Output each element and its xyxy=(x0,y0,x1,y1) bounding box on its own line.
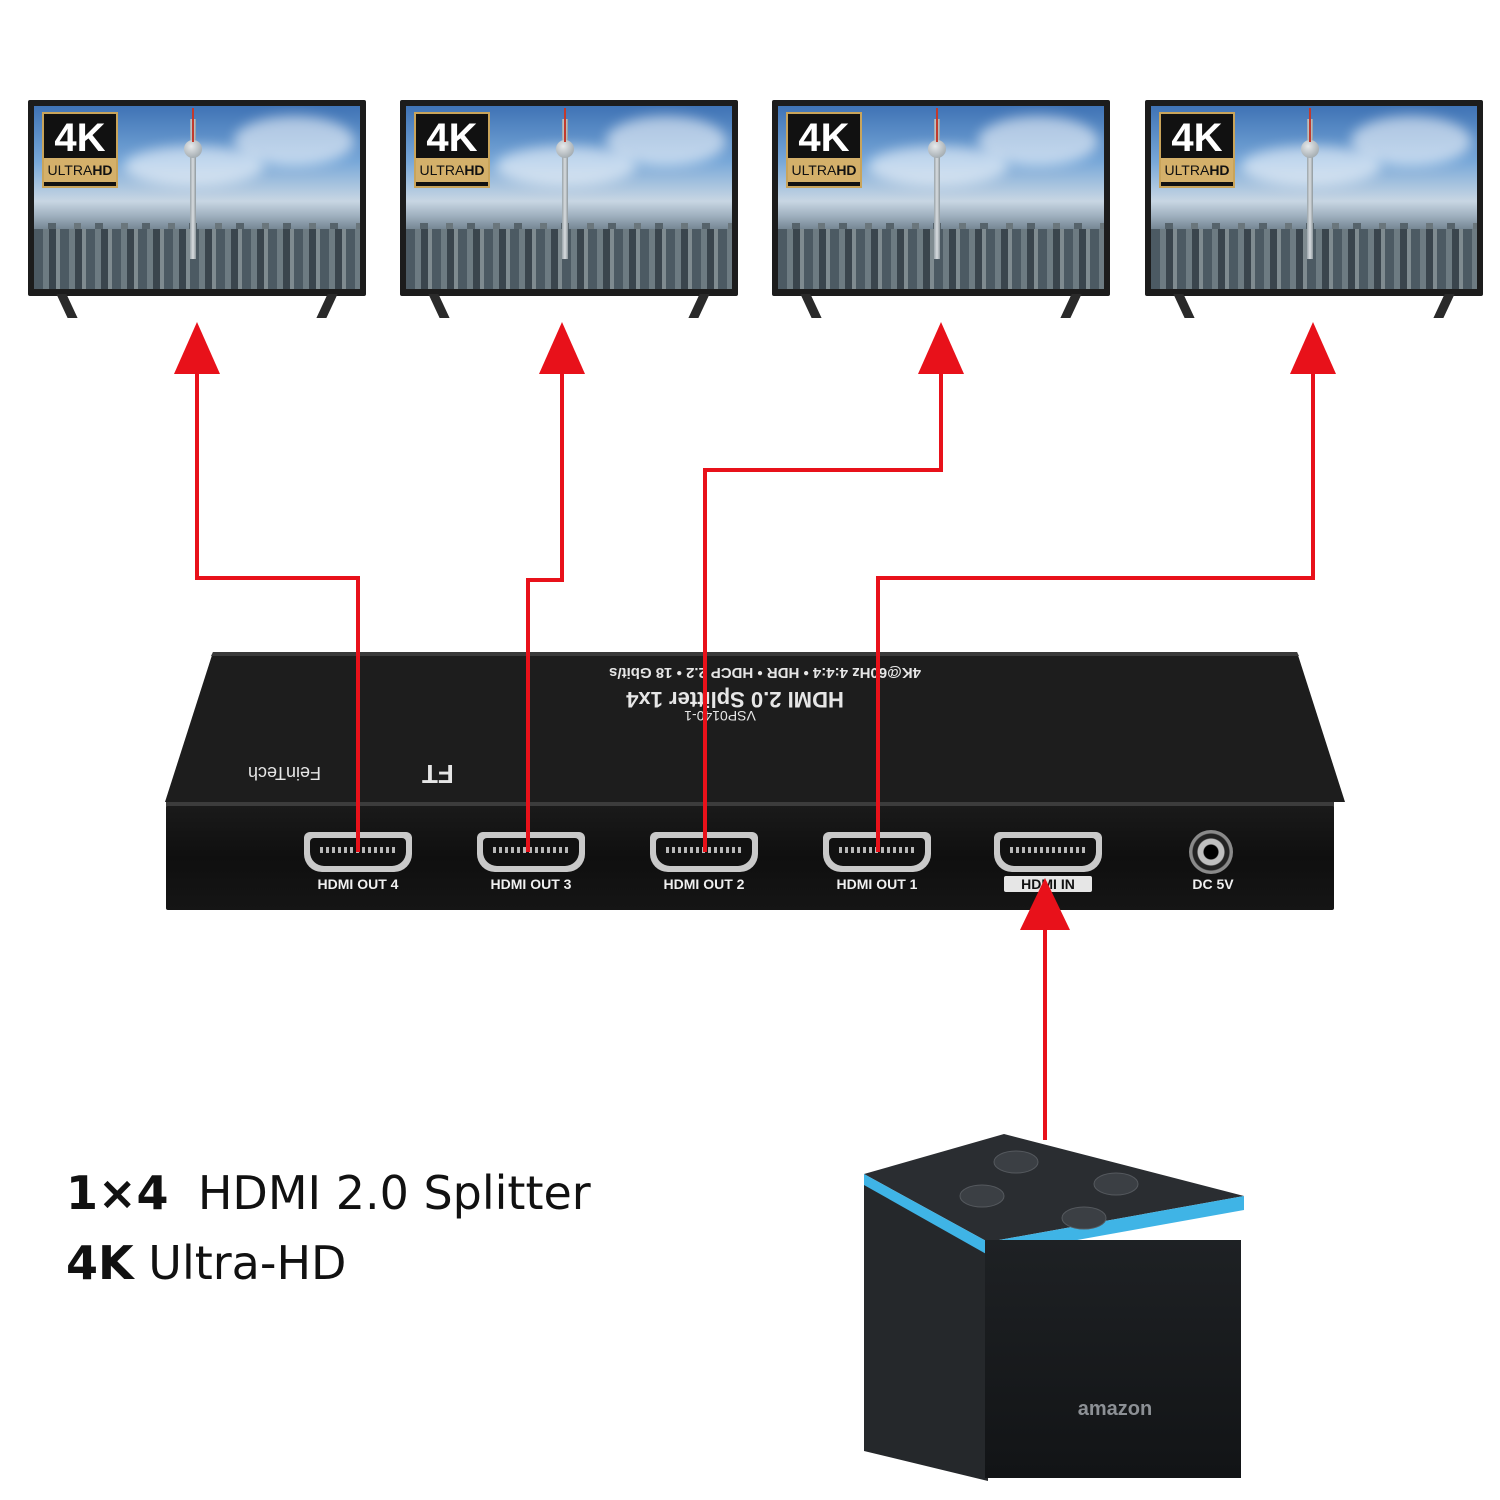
dc-label: DC 5V xyxy=(1192,876,1234,892)
tv-4: 4K ULTRAHD xyxy=(28,100,366,320)
port-label-in: HDMI IN xyxy=(1004,876,1092,892)
4k-ultrahd-badge: 4K ULTRAHD xyxy=(42,112,118,188)
tv-screen: 4K ULTRAHD xyxy=(406,106,732,289)
4k-ultrahd-badge: 4K ULTRAHD xyxy=(786,112,862,188)
port-label-out-4: HDMI OUT 4 xyxy=(317,876,399,892)
port-label-out-2: HDMI OUT 2 xyxy=(663,876,745,892)
arrowhead-tv-2 xyxy=(918,322,964,374)
tv-2: 4K ULTRAHD xyxy=(772,100,1110,320)
port-hdmi-out-3[interactable] xyxy=(477,832,585,872)
splitter-edge xyxy=(166,802,1334,808)
arrowhead-hdmi-in xyxy=(1020,878,1070,930)
arrow-out-3-to-tv-3 xyxy=(526,350,564,852)
tv-screen: 4K ULTRAHD xyxy=(34,106,360,289)
arrowhead-tv-4 xyxy=(174,322,220,374)
tv-3: 4K ULTRAHD xyxy=(400,100,738,320)
arrowhead-tv-1 xyxy=(1290,322,1336,374)
splitter-top-surface xyxy=(165,652,1345,802)
port-hdmi-in[interactable] xyxy=(994,832,1102,872)
amazon-logo: amazon xyxy=(1077,1398,1153,1420)
4k-ultrahd-badge: 4K ULTRAHD xyxy=(414,112,490,188)
arrowhead-tv-3 xyxy=(539,322,585,374)
arrow-out-2-to-tv-2 xyxy=(703,350,943,852)
tv-screen: 4K ULTRAHD xyxy=(778,106,1104,289)
source-device-left-face xyxy=(864,1185,988,1481)
port-label-out-1: HDMI OUT 1 xyxy=(836,876,918,892)
tv-screen: 4K ULTRAHD xyxy=(1151,106,1477,289)
caption-line-2: 4K Ultra-HD xyxy=(66,1236,347,1290)
source-device-front-face xyxy=(985,1240,1241,1478)
port-label-out-3: HDMI OUT 3 xyxy=(490,876,572,892)
source-device-top xyxy=(864,1134,1244,1256)
dc-power-jack[interactable] xyxy=(1189,830,1233,874)
tv-1: 4K ULTRAHD xyxy=(1145,100,1483,320)
4k-ultrahd-badge: 4K ULTRAHD xyxy=(1159,112,1235,188)
caption-line-1: 1×4 HDMI 2.0 Splitter xyxy=(66,1166,591,1220)
arrow-out-1-to-tv-1 xyxy=(876,350,1315,852)
arrow-out-4-to-tv-4 xyxy=(195,350,360,852)
